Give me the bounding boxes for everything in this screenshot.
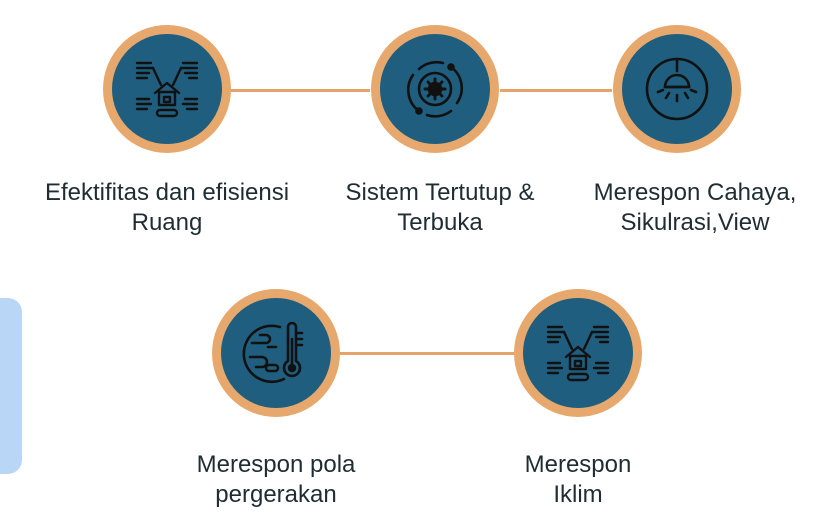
node-cahaya <box>613 25 741 153</box>
node-iklim-circle <box>523 298 633 408</box>
house-network-icon <box>135 61 199 118</box>
node-ruang-circle <box>112 34 222 144</box>
label-cahaya-line-2: Sikulrasi,View <box>620 209 770 236</box>
label-sistem: Sistem Tertutup & Terbuka <box>320 178 560 238</box>
house-network-icon <box>546 325 610 382</box>
node-pola-circle <box>221 298 331 408</box>
ceiling-lamp-icon <box>645 57 709 121</box>
connector-sistem-cahaya <box>500 89 612 92</box>
side-tab-decoration <box>0 298 22 474</box>
node-sistem <box>371 25 499 153</box>
label-sistem-line-2: Terbuka <box>397 209 483 236</box>
label-cahaya-line-1: Merespon Cahaya, <box>593 179 797 206</box>
label-pola: Merespon pola pergerakan <box>156 450 396 510</box>
node-pola <box>212 289 340 417</box>
node-iklim <box>514 289 642 417</box>
label-iklim-line-1: Merespon <box>524 451 632 478</box>
label-sistem-line-1: Sistem Tertutup & <box>345 179 535 206</box>
globe-thermometer-icon <box>242 321 304 384</box>
connector-ruang-sistem <box>230 89 370 92</box>
label-iklim-line-2: Iklim <box>553 481 603 508</box>
label-ruang-line-1: Efektifitas dan efisiensi <box>44 179 290 206</box>
label-ruang-line-2: Ruang <box>131 209 203 236</box>
label-ruang: Efektifitas dan efisiensi Ruang <box>37 178 297 238</box>
label-pola-line-1: Merespon pola <box>196 451 356 478</box>
node-sistem-circle <box>380 34 490 144</box>
node-cahaya-circle <box>622 34 732 144</box>
label-cahaya: Merespon Cahaya, Sikulrasi,View <box>570 178 820 238</box>
label-iklim: Merespon Iklim <box>498 450 658 510</box>
label-pola-line-2: pergerakan <box>215 481 337 508</box>
connector-pola-iklim <box>340 352 516 355</box>
node-ruang <box>103 25 231 153</box>
gear-orbit-icon <box>406 60 464 118</box>
